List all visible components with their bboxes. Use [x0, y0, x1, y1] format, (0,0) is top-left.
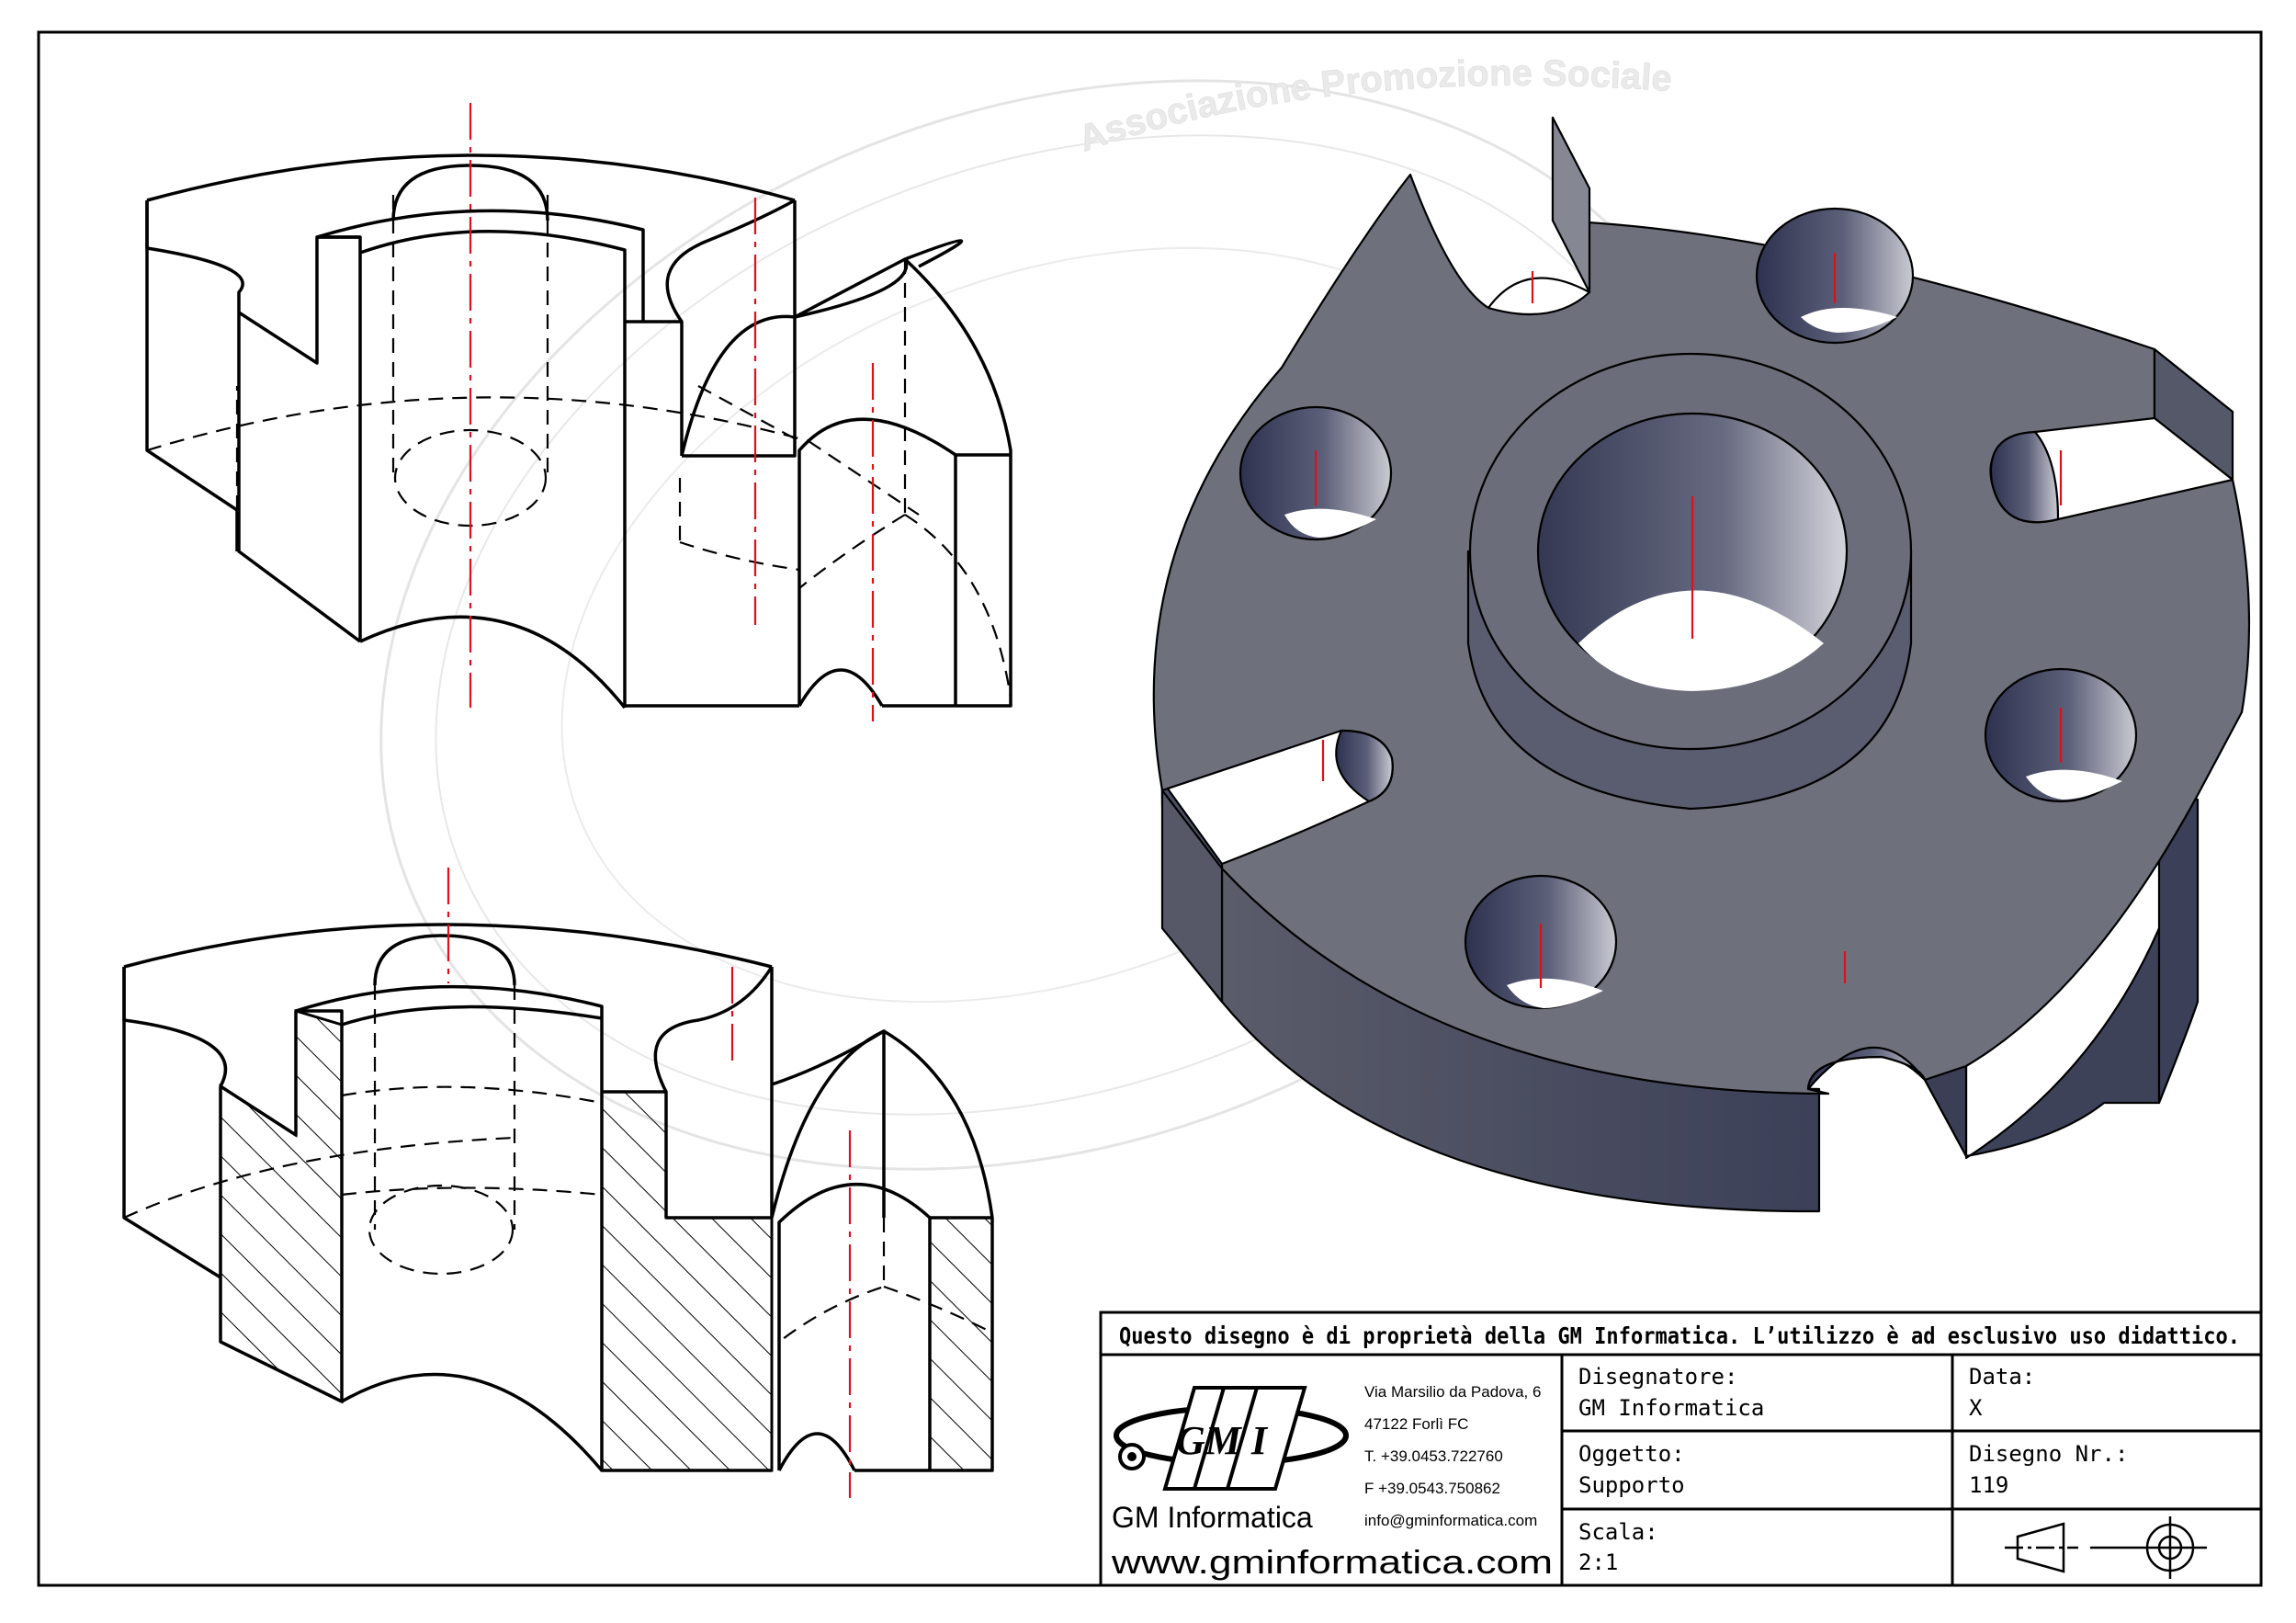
drawing-number-label: Disegno Nr.: [1969, 1441, 2128, 1467]
company-name: GM Informatica [1112, 1501, 1313, 1534]
center-marks-model [1314, 253, 2063, 988]
gmi-logo: GM I [1114, 1386, 1349, 1491]
ownership-notice: Questo disegno è di proprietà della GM I… [1119, 1322, 2240, 1349]
watermark-label: Associazione Promozione Sociale [1073, 52, 1673, 160]
address-city: 47122 Forlì FC [1364, 1415, 1468, 1433]
object-value: Supporto [1578, 1472, 1685, 1498]
isometric-view-section [122, 868, 994, 1498]
address-lines: Via Marsilio da Padova, 6 47122 Forlì FC… [1364, 1383, 1541, 1529]
title-block-frame [1099, 1311, 2263, 1587]
svg-text:Associazione Promozione Social: Associazione Promozione Sociale [1074, 53, 1674, 160]
date-label: Data: [1969, 1364, 2035, 1390]
drawing-number-value: 119 [1969, 1472, 2008, 1498]
center-lines-bottom [447, 868, 852, 1498]
logo-lettering: GM I [1176, 1418, 1269, 1463]
title-block: Questo disegno è di proprietà della GM I… [1099, 1311, 2263, 1587]
address-street: Via Marsilio da Padova, 6 [1364, 1383, 1541, 1401]
address-email: info@gminformatica.com [1364, 1512, 1537, 1529]
shaded-3d-model [1152, 116, 2251, 1213]
scale-label: Scala: [1578, 1519, 1658, 1545]
address-fax: F +39.0543.750862 [1364, 1480, 1500, 1497]
date-value: X [1969, 1395, 1983, 1421]
website: www.gminformatica.com [1111, 1543, 1553, 1581]
object-label: Oggetto: [1578, 1441, 1685, 1467]
address-phone: T. +39.0453.722760 [1364, 1447, 1503, 1465]
first-angle-projection-icon [2005, 1516, 2207, 1579]
designer-label: Disegnatore: [1578, 1364, 1737, 1390]
hatch-right [928, 1216, 994, 1472]
scale-value: 2:1 [1578, 1549, 1618, 1575]
center-lines-top [469, 103, 875, 721]
hatch-left [219, 1008, 344, 1404]
designer-value: GM Informatica [1578, 1395, 1764, 1421]
hatch-middle [600, 1090, 774, 1472]
